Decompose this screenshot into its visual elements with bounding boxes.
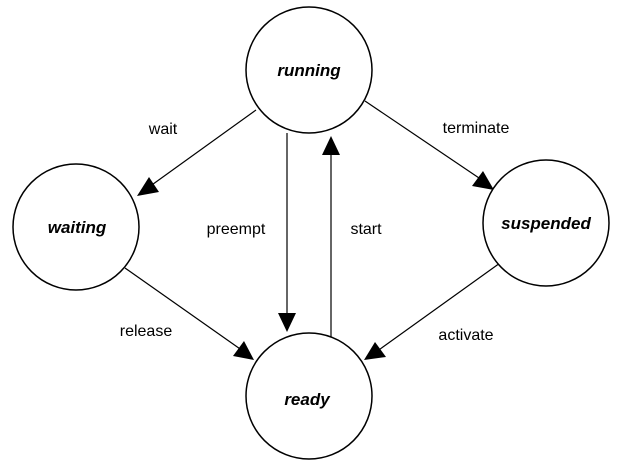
edge-release-arrowhead — [233, 341, 254, 360]
state-ready: ready — [245, 332, 373, 460]
transition-label-preempt: preempt — [207, 221, 266, 238]
state-waiting-circle — [12, 163, 140, 291]
edge-wait-arrowhead — [137, 177, 159, 196]
state-running-circle — [245, 6, 373, 134]
edge-wait — [137, 109, 257, 196]
edge-release — [124, 267, 254, 360]
state-running-label: running — [277, 61, 341, 80]
edge-activate-arrowhead — [364, 342, 386, 360]
edge-terminate-arrowhead — [472, 171, 494, 190]
state-ready-circle — [245, 332, 373, 460]
transition-label-activate: activate — [438, 327, 493, 344]
state-suspended-circle — [482, 159, 610, 287]
state-suspended-label: suspended — [501, 214, 591, 233]
edge-preempt-arrowhead — [278, 313, 296, 332]
transition-label-release: release — [120, 323, 173, 340]
edge-preempt — [278, 133, 296, 332]
edge-activate — [364, 262, 501, 360]
state-suspended: suspended — [482, 159, 610, 287]
edge-terminate-line — [364, 100, 483, 181]
transition-label-terminate: terminate — [443, 120, 510, 137]
state-ready-label: ready — [284, 390, 331, 409]
edge-terminate — [364, 100, 494, 190]
edge-release-line — [124, 267, 244, 352]
state-waiting-label: waiting — [48, 218, 107, 237]
edge-start — [322, 136, 340, 340]
state-waiting: waiting — [12, 163, 140, 291]
state-running: running — [245, 6, 373, 134]
edge-start-arrowhead — [322, 136, 340, 155]
transition-label-wait: wait — [148, 121, 178, 138]
edge-wait-line — [148, 109, 257, 188]
edge-activate-line — [375, 262, 501, 353]
transition-label-start: start — [350, 221, 382, 238]
